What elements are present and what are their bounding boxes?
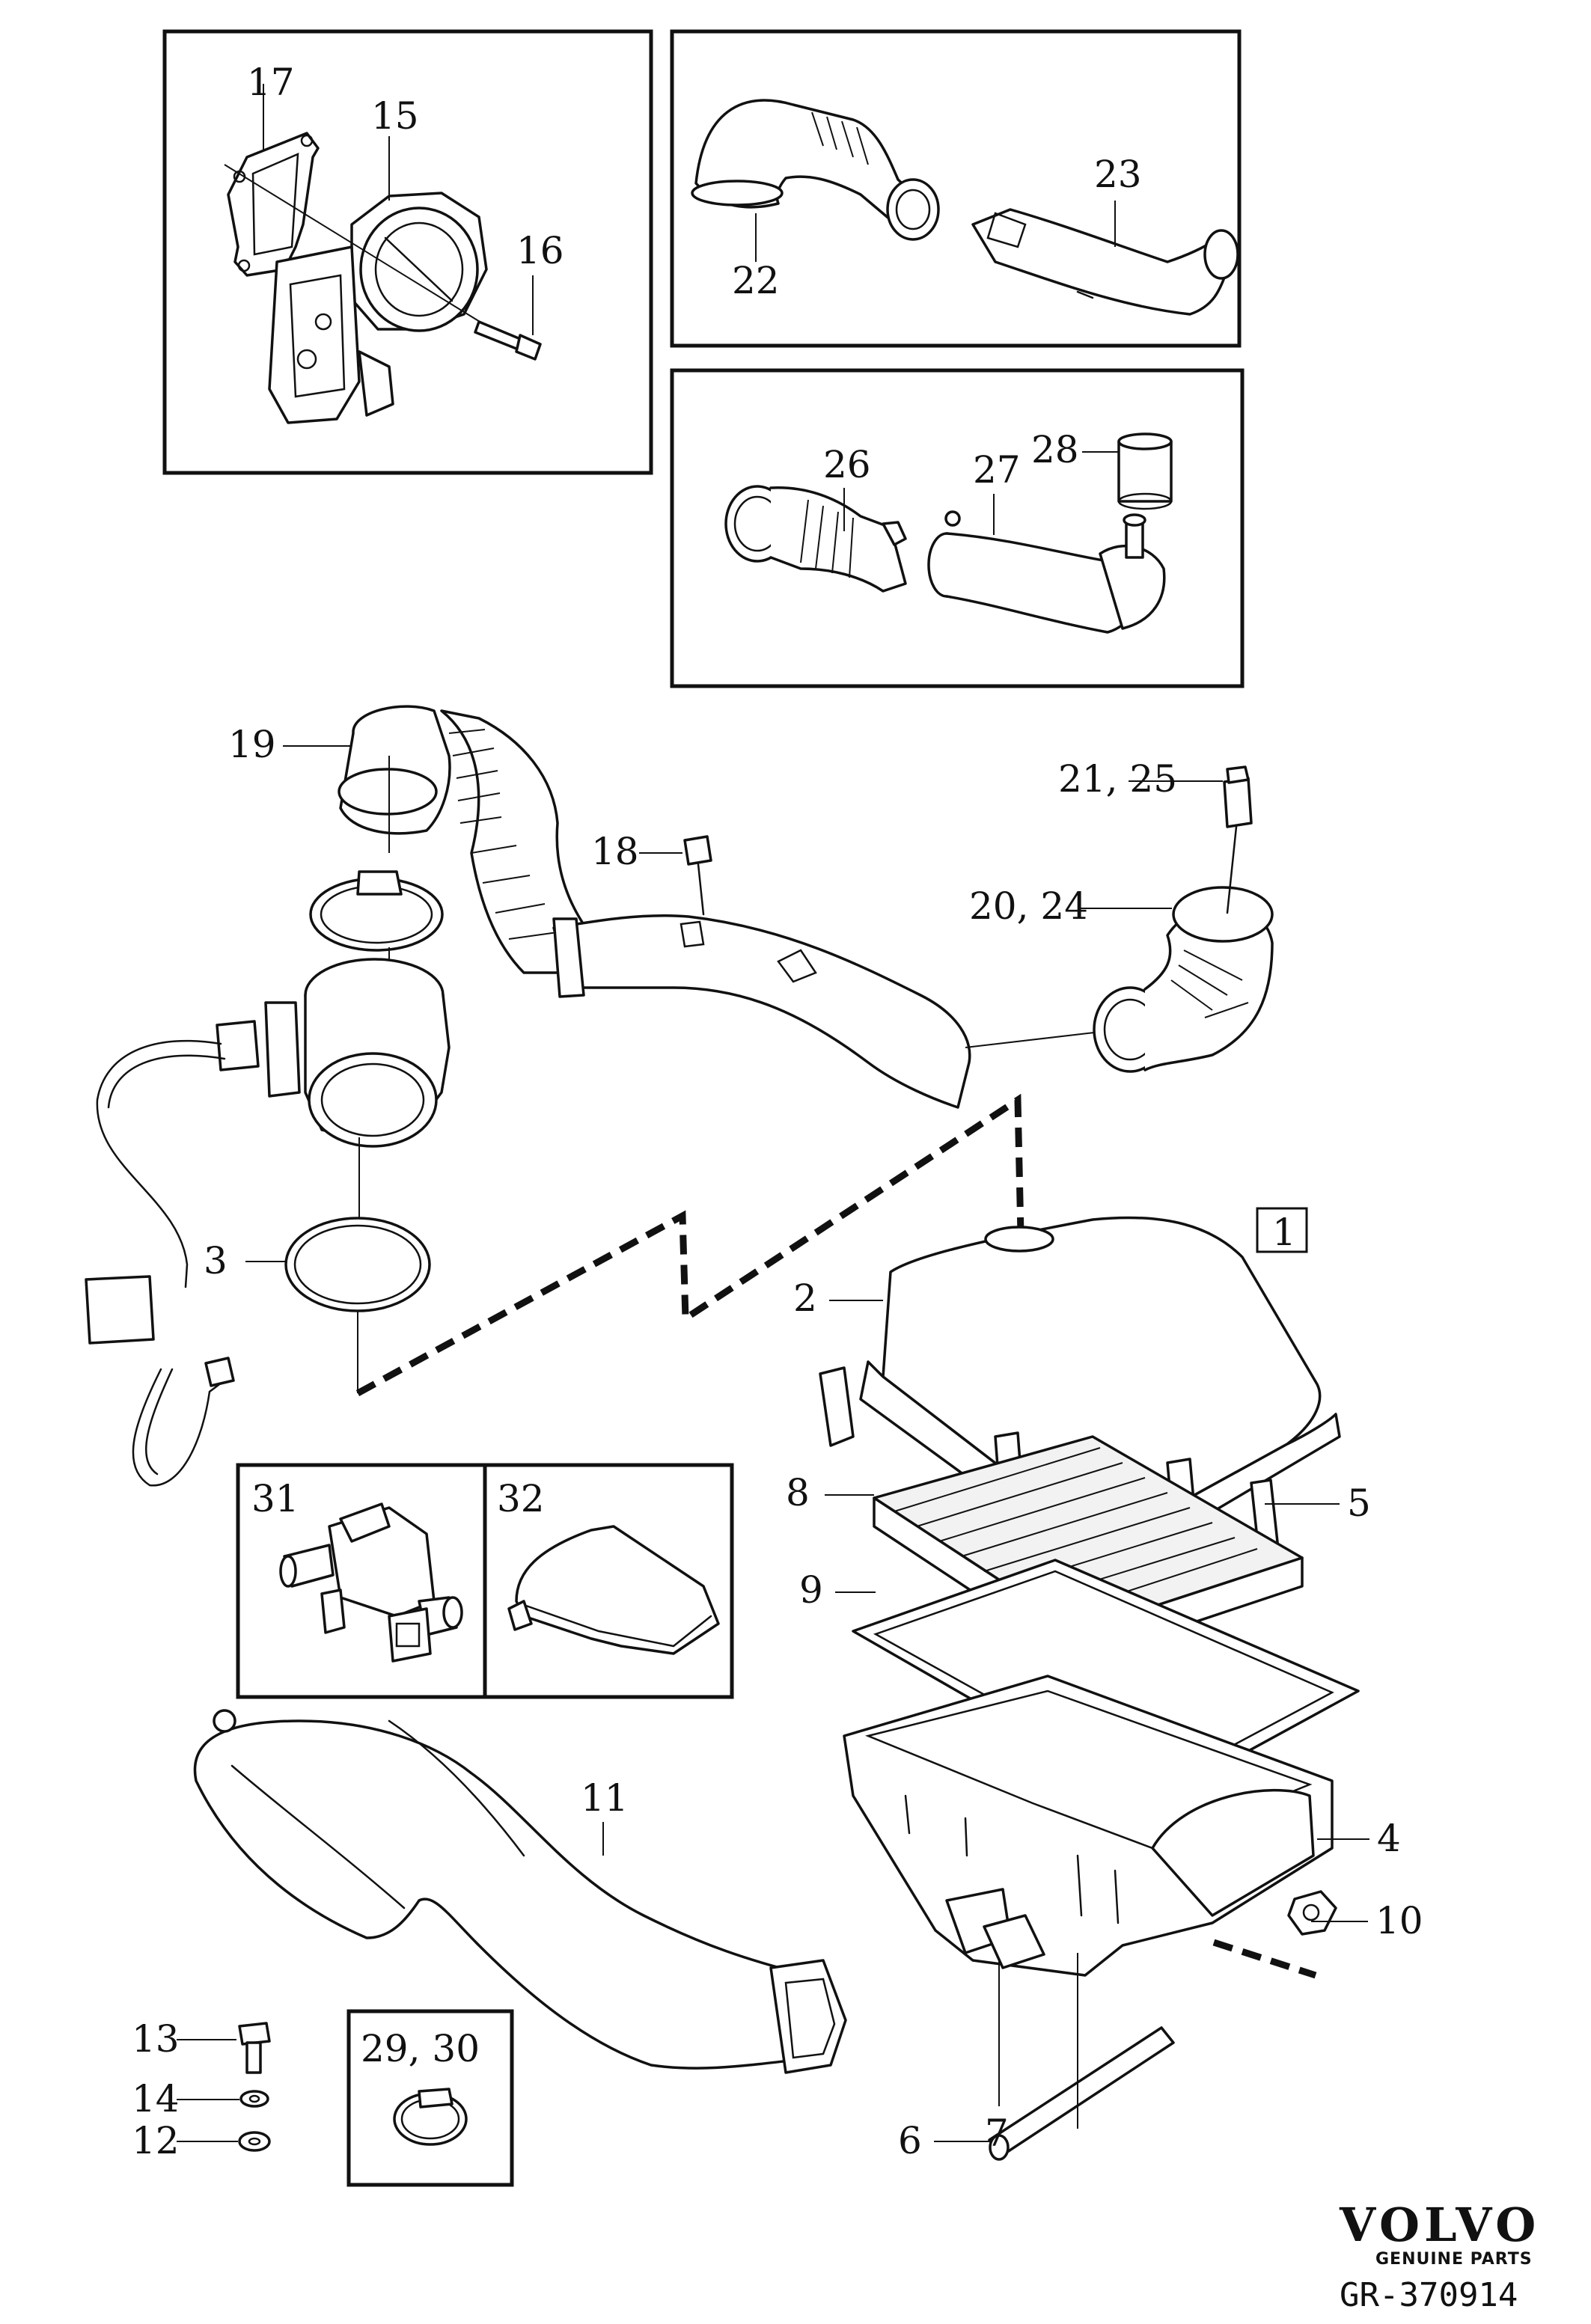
callout-31: 31 xyxy=(251,1477,299,1520)
callout-5: 5 xyxy=(1347,1481,1371,1525)
callout-6: 6 xyxy=(898,2119,922,2162)
callout-14: 14 xyxy=(132,2077,180,2120)
throttle-body-15 xyxy=(224,164,517,424)
callout-16: 16 xyxy=(516,229,564,272)
connection-dash-line xyxy=(355,1093,1024,1396)
callout-8: 8 xyxy=(786,1471,810,1514)
callout-15: 15 xyxy=(371,94,419,138)
inset-frame-clamp-29-30 xyxy=(346,2009,514,2187)
air-intake-hose-19 xyxy=(338,705,971,1109)
callout-23: 23 xyxy=(1094,153,1142,196)
bolt-16 xyxy=(474,320,542,361)
hose-27 xyxy=(927,510,1166,634)
callout-19: 19 xyxy=(228,723,276,766)
sensor-21-25 xyxy=(1223,765,1253,914)
cable-tie xyxy=(132,1357,235,1487)
sleeve-28 xyxy=(1117,432,1173,510)
genuine-parts-label: GENUINE PARTS xyxy=(1375,2250,1533,2269)
cover-32 xyxy=(507,1525,720,1655)
washer-12 xyxy=(238,2131,271,2152)
nut-dash-line xyxy=(1212,1939,1317,1979)
gasket-17 xyxy=(227,132,320,277)
hose-20-24 xyxy=(1093,886,1274,1073)
valve-31 xyxy=(279,1502,463,1663)
callout-1: 1 xyxy=(1272,1211,1296,1254)
o-ring-3 xyxy=(284,1217,431,1312)
nut-10 xyxy=(1287,1890,1337,1936)
callout-3: 3 xyxy=(204,1239,227,1282)
hose-22 xyxy=(691,99,940,241)
callout-22: 22 xyxy=(732,259,780,302)
callout-2: 2 xyxy=(793,1276,817,1320)
callout-11: 11 xyxy=(581,1776,629,1820)
callout-9: 9 xyxy=(799,1568,823,1612)
hose-clamp-29-30 xyxy=(393,2088,468,2146)
callout-26: 26 xyxy=(823,443,871,486)
inset-frame-hose-22-23 xyxy=(670,29,1242,348)
bolt-18 xyxy=(683,835,712,916)
volvo-logo: VOLVO xyxy=(1339,2198,1540,2252)
hose-23 xyxy=(971,208,1239,316)
washer-14 xyxy=(239,2090,269,2108)
callout-12: 12 xyxy=(132,2119,180,2162)
callout-20-24: 20, 24 xyxy=(969,884,1088,928)
bolt-13 xyxy=(238,2022,271,2074)
mass-air-flow-sensor xyxy=(85,958,451,1345)
valve-7 xyxy=(983,1914,1045,1969)
callout-4: 4 xyxy=(1377,1817,1401,1860)
callout-21-25: 21, 25 xyxy=(1058,757,1177,801)
callout-27: 27 xyxy=(973,448,1021,492)
callout-17: 17 xyxy=(247,61,295,104)
inset-frame-throttle-body xyxy=(162,29,653,475)
inset-frame-cover-32 xyxy=(483,1463,734,1699)
callout-32: 32 xyxy=(497,1477,545,1520)
callout-29-30: 29, 30 xyxy=(361,2027,480,2070)
hose-clamp xyxy=(309,870,444,952)
callout-28: 28 xyxy=(1031,428,1079,471)
inset-frame-hose-26-28 xyxy=(670,368,1245,688)
callout-10: 10 xyxy=(1375,1899,1423,1942)
callout-7: 7 xyxy=(985,2112,1009,2155)
drain-hose-6 xyxy=(988,2026,1175,2161)
callout-18: 18 xyxy=(591,830,639,873)
hose-26 xyxy=(724,485,907,593)
intake-duct-11 xyxy=(193,1709,847,2074)
air-filter-housing-4 xyxy=(843,1675,1334,1977)
callout-13: 13 xyxy=(132,2017,180,2061)
group-box-1 xyxy=(1256,1207,1308,1253)
figure-reference: GR-370914 xyxy=(1340,2276,1518,2314)
